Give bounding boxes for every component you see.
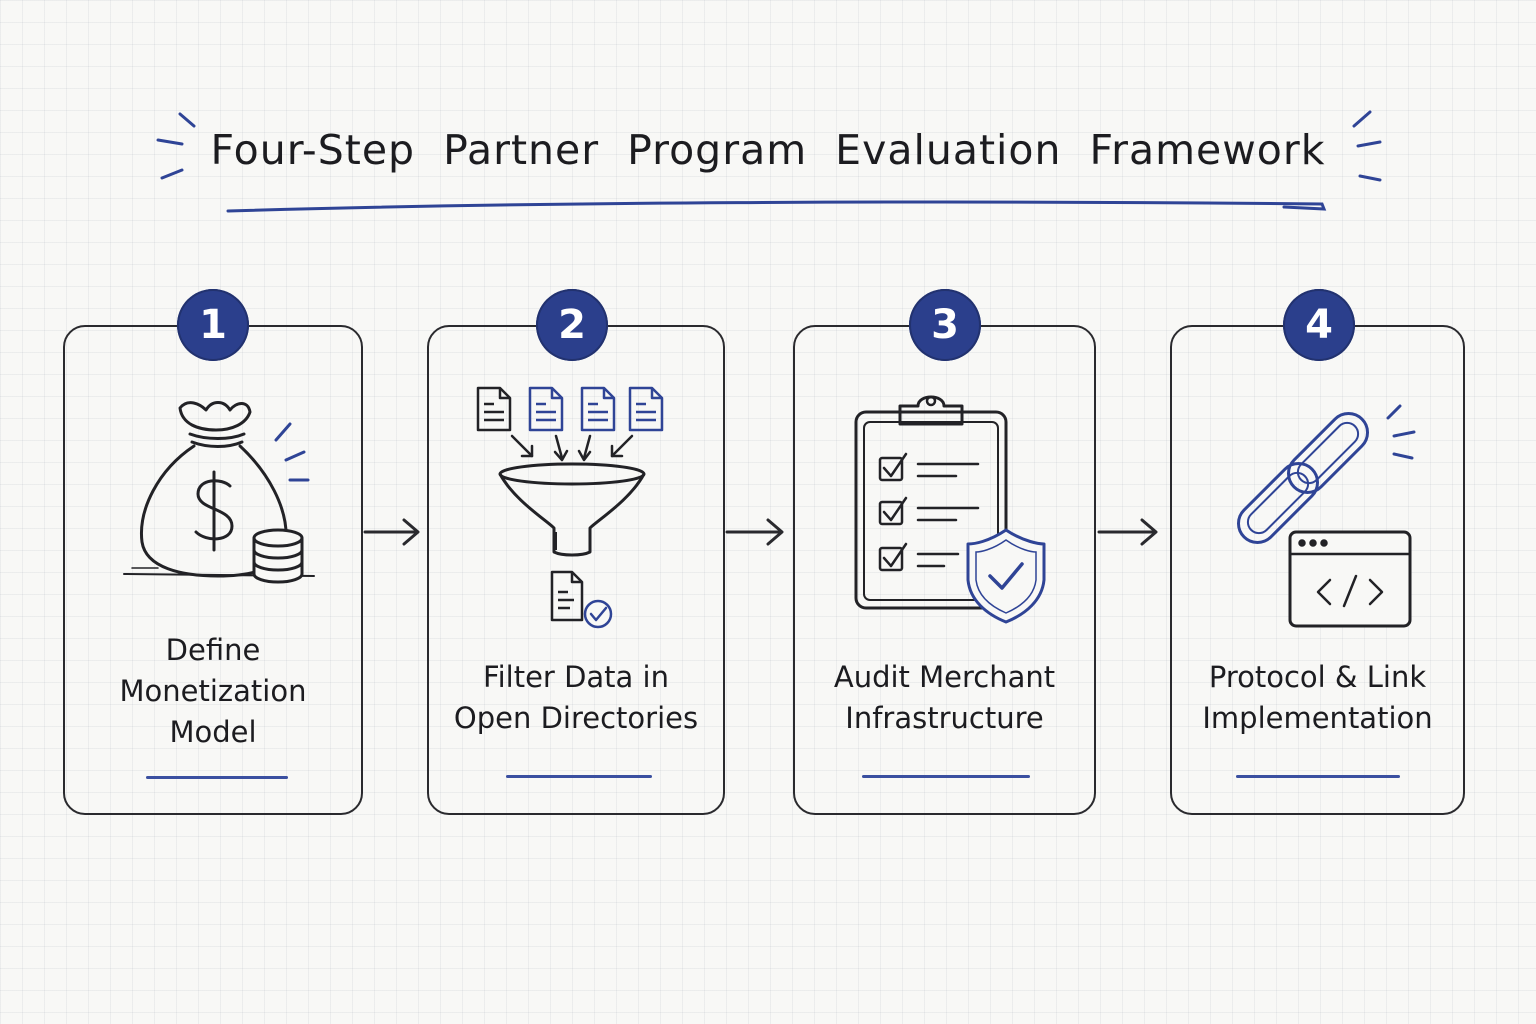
connector-arrow-2-3: [725, 518, 784, 546]
step-label-3: Audit Merchant Infrastructure: [833, 660, 1056, 735]
connector-arrow-3-4: [1097, 518, 1158, 546]
funnel-icon: [476, 386, 664, 629]
step-label-4: Protocol & Link Implementation: [1202, 660, 1433, 735]
money-bag-icon: [123, 401, 315, 584]
step-underline-1: [146, 776, 288, 779]
clipboard-shield-icon: [854, 395, 1046, 624]
step-number-badge-4: 4: [1283, 289, 1355, 361]
link-code-icon: [1236, 404, 1416, 628]
step-label-1: Define Monetization Model: [119, 633, 307, 749]
title-underline: [226, 200, 1327, 213]
step-underline-3: [862, 775, 1030, 778]
diagram-title: Four-Step Partner Program Evaluation Fra…: [210, 126, 1326, 174]
step-number-badge-1: 1: [177, 289, 249, 361]
step-number-badge-3: 3: [909, 289, 981, 361]
step-number-badge-2: 2: [536, 289, 608, 361]
connector-arrow-1-2: [363, 518, 420, 546]
title-right-accent-icon: [1352, 110, 1382, 182]
title-left-accent-icon: [156, 112, 196, 180]
step-underline-2: [506, 775, 652, 778]
step-underline-4: [1236, 775, 1400, 778]
step-label-2: Filter Data in Open Directories: [453, 660, 699, 735]
